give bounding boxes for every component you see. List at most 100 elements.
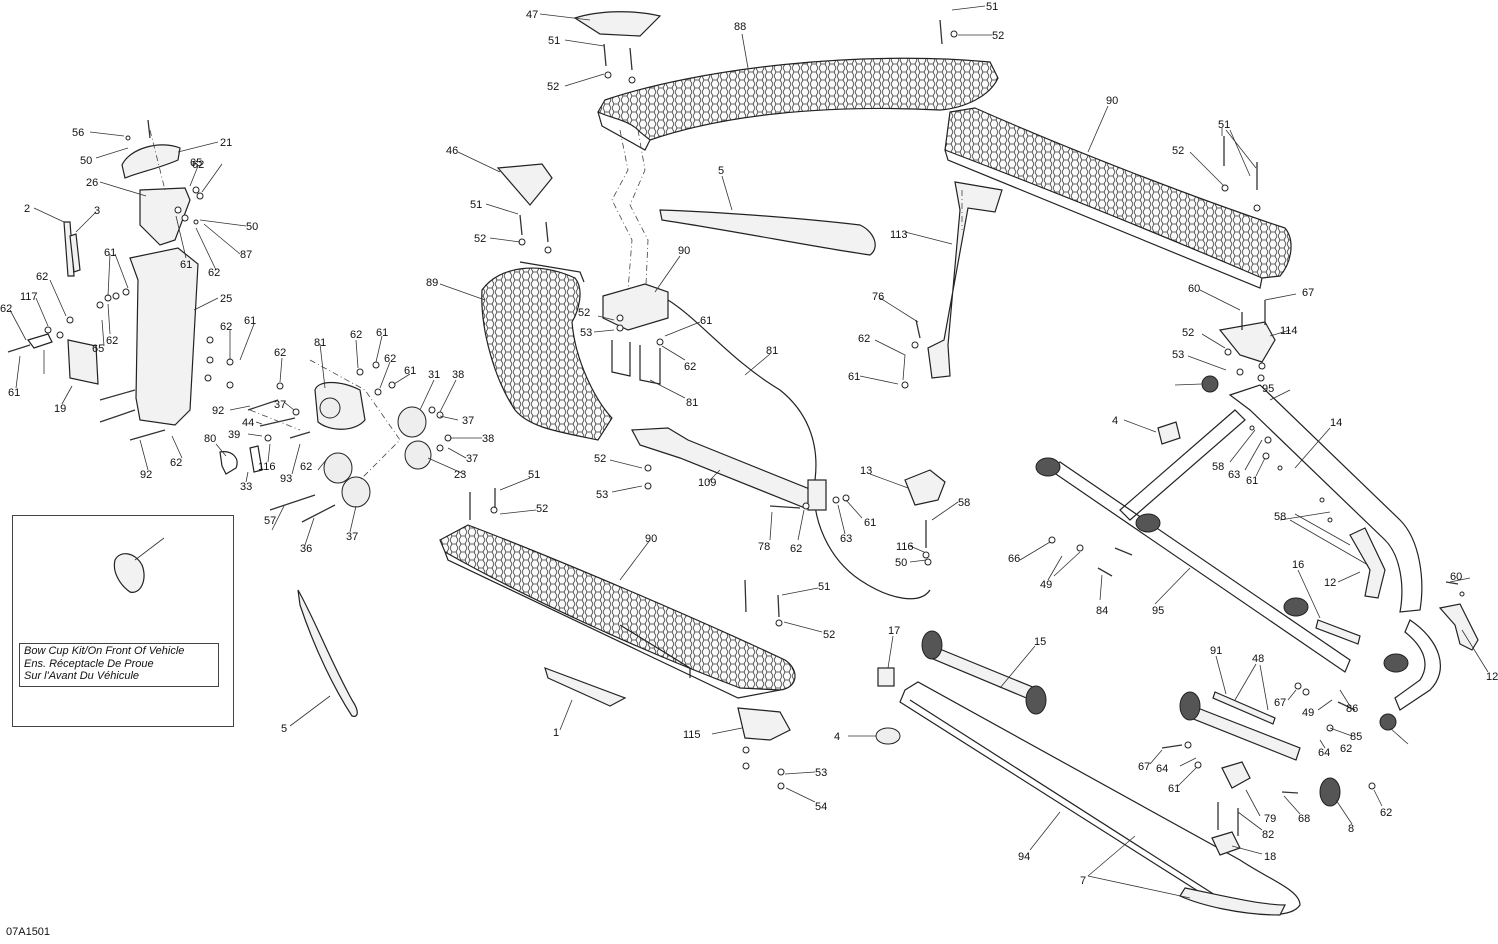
callout: 51 xyxy=(548,35,560,47)
bow-cup-kit-caption: Bow Cup Kit/On Front Of Vehicle Ens. Réc… xyxy=(19,643,219,687)
callout: 60 xyxy=(1450,571,1462,583)
callout: 54 xyxy=(815,801,827,813)
arm-93 xyxy=(631,427,821,509)
callout: 114 xyxy=(1280,325,1298,337)
callout: 61 xyxy=(180,259,192,271)
callout: 63 xyxy=(840,533,852,545)
callout: 17 xyxy=(888,625,900,637)
callout: 90 xyxy=(1106,95,1118,107)
callout: 15 xyxy=(1034,636,1046,648)
callout: 62 xyxy=(274,347,286,359)
callout: 82 xyxy=(1262,829,1274,841)
callout: 38 xyxy=(452,369,464,381)
bow-cup-117 xyxy=(113,553,145,593)
callout: 5 xyxy=(718,165,724,177)
callout: 116 xyxy=(896,541,914,553)
callout: 62 xyxy=(350,329,362,341)
callout: 50 xyxy=(246,221,258,233)
running-board-86 xyxy=(944,107,1292,289)
callout: 52 xyxy=(578,307,590,319)
callout: 62 xyxy=(300,461,312,473)
callout: 68 xyxy=(1298,813,1310,825)
bunk-12-a xyxy=(1349,527,1386,599)
callout: 58 xyxy=(1274,511,1286,523)
cap-116-upper xyxy=(1201,375,1219,393)
callout: 61 xyxy=(848,371,860,383)
callout: 33 xyxy=(240,481,252,493)
callout: 61 xyxy=(404,365,416,377)
callout: 61 xyxy=(700,315,712,327)
callout: 7 xyxy=(1080,875,1086,887)
callout: 62 xyxy=(858,333,870,345)
bunk-12-b xyxy=(1438,603,1479,651)
callout: 38 xyxy=(482,433,494,445)
callout: 81 xyxy=(766,345,778,357)
winch-78 xyxy=(314,381,366,430)
callout: 65 xyxy=(92,343,104,355)
callout: 52 xyxy=(823,629,835,641)
figure-code: 07A1501 xyxy=(6,926,51,938)
callout: 64 xyxy=(1318,747,1330,759)
frame-92 xyxy=(1048,384,1441,711)
rollers-left xyxy=(323,406,432,508)
callout: 53 xyxy=(596,489,608,501)
bracket-13 xyxy=(904,469,946,506)
callout: 25 xyxy=(220,293,232,305)
bracket-95-center xyxy=(737,707,791,741)
callout: 49 xyxy=(1302,707,1314,719)
callout: 52 xyxy=(1182,327,1194,339)
cap-4-upper xyxy=(1157,421,1181,445)
bracket-26 xyxy=(139,187,191,246)
callout: 2 xyxy=(24,203,30,215)
callout: 1 xyxy=(553,727,559,739)
callout: 61 xyxy=(1246,475,1258,487)
callout: 95 xyxy=(1152,605,1164,617)
callout: 62 xyxy=(106,335,118,347)
alignment-lines xyxy=(149,129,963,481)
callout: 86 xyxy=(1346,703,1358,715)
callout: 37 xyxy=(466,453,478,465)
callout: 109 xyxy=(698,477,716,489)
callout: 36 xyxy=(300,543,312,555)
callout: 5 xyxy=(281,723,287,735)
trim-strip-5-left xyxy=(297,589,358,717)
callout: 87 xyxy=(240,249,252,261)
callout: 116 xyxy=(258,461,276,473)
callout: 62 xyxy=(170,457,182,469)
callout: 13 xyxy=(860,465,872,477)
callout: 115 xyxy=(683,729,701,741)
callout: 62 xyxy=(0,303,12,315)
callout-labels: 1 2 3 4 4 5 5 7 8 12 12 13 14 15 16 17 1… xyxy=(0,1,1498,887)
callout: 80 xyxy=(204,433,216,445)
callout: 51 xyxy=(818,581,830,593)
callout: 65 xyxy=(190,157,202,169)
callout: 62 xyxy=(384,353,396,365)
callout: 60 xyxy=(1188,283,1200,295)
caption-line-fr-1: Ens. Réceptacle De Proue xyxy=(24,657,154,670)
callout: 21 xyxy=(220,137,232,149)
callout: 8 xyxy=(1348,823,1354,835)
callout: 90 xyxy=(678,245,690,257)
seat-panel-85 xyxy=(481,261,613,441)
clamp-93 xyxy=(807,479,827,511)
callout: 56 xyxy=(72,127,84,139)
callout: 48 xyxy=(1252,653,1264,665)
callout: 52 xyxy=(536,503,548,515)
trim-strip-5-center xyxy=(659,209,876,256)
pad-47 xyxy=(573,11,662,37)
callout: 95 xyxy=(1262,383,1274,395)
caption-line-fr-2: Sur l'Avant Du Véhicule xyxy=(24,670,140,682)
callout: 47 xyxy=(526,9,538,21)
caption-line-en: Bow Cup Kit/On Front Of Vehicle xyxy=(24,645,185,657)
step-board-87 xyxy=(439,524,796,699)
bow-cup-kit-inset xyxy=(12,515,234,727)
callout: 51 xyxy=(470,199,482,211)
plate-19 xyxy=(67,339,99,385)
callout: 31 xyxy=(428,369,440,381)
callout: 92 xyxy=(140,469,152,481)
callout: 37 xyxy=(274,399,286,411)
strip-2 xyxy=(63,221,75,277)
callout: 93 xyxy=(280,473,292,485)
callout: 81 xyxy=(686,397,698,409)
